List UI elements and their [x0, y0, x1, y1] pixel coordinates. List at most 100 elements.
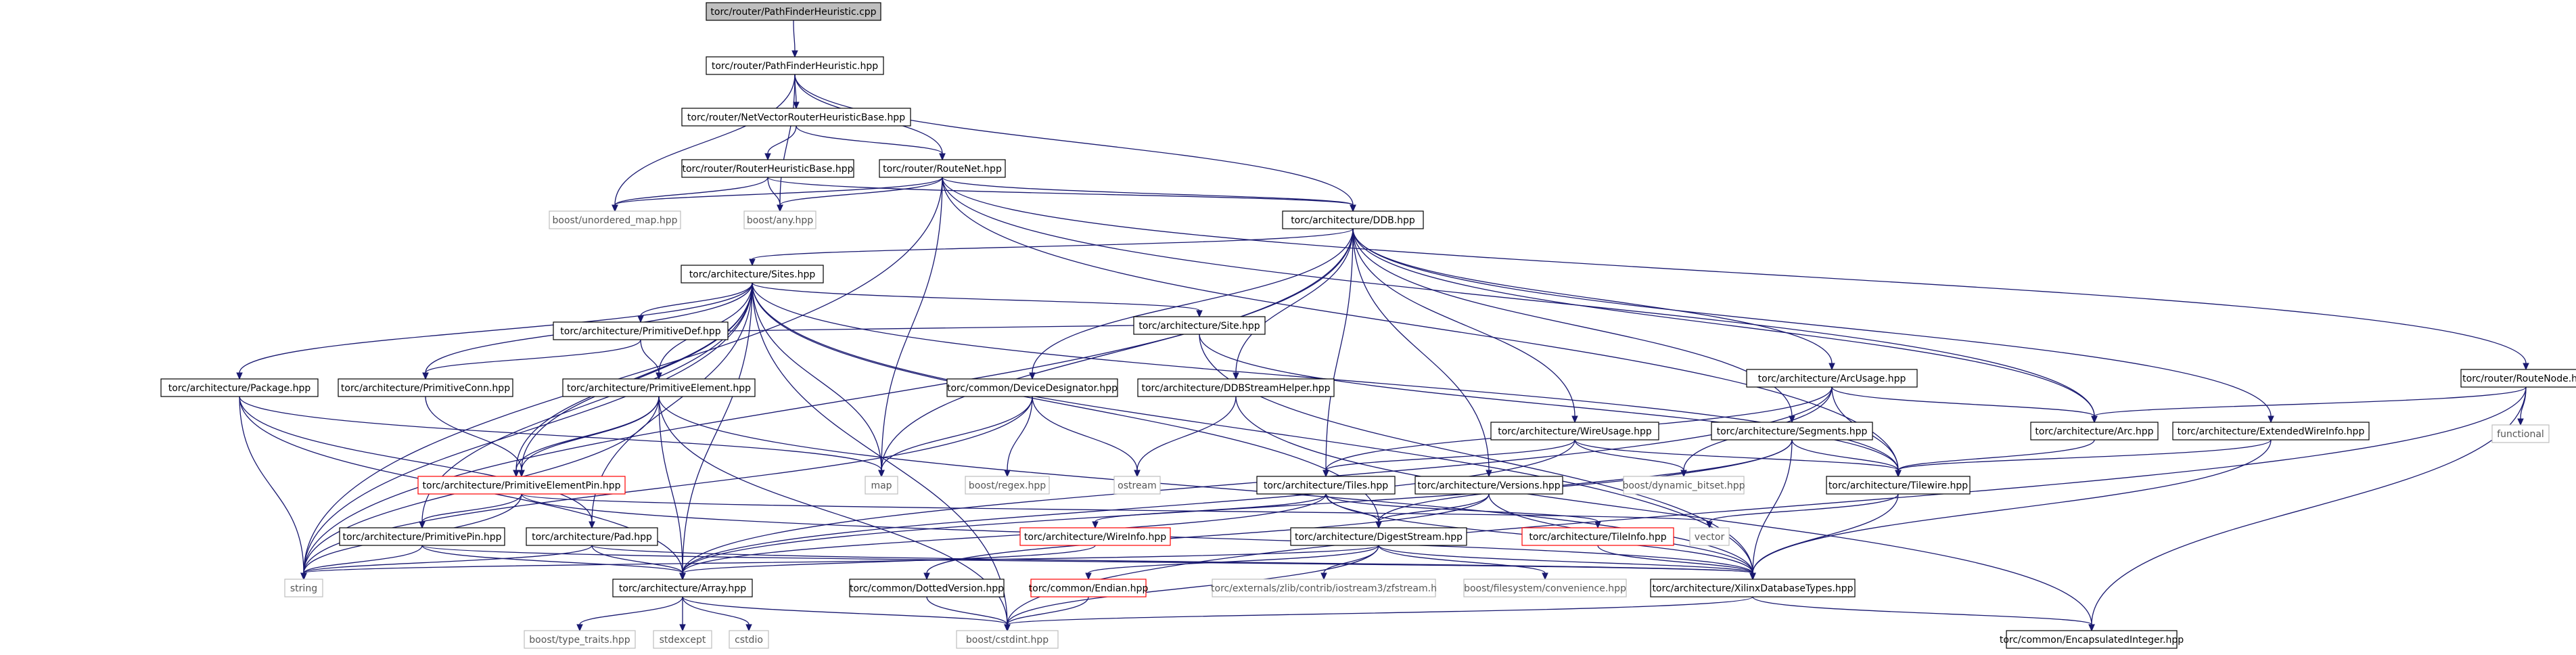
- node-wireinfo[interactable]: torc/architecture/WireInfo.hpp: [1019, 527, 1171, 546]
- node-primelempin[interactable]: torc/architecture/PrimitiveElementPin.hp…: [417, 476, 626, 495]
- node-label: torc/architecture/Array.hpp: [619, 583, 746, 594]
- node-array[interactable]: torc/architecture/Array.hpp: [612, 579, 753, 597]
- node-pad[interactable]: torc/architecture/Pad.hpp: [526, 527, 658, 546]
- edge-site-to-primdef: [727, 325, 1134, 332]
- node-boost-any: boost/any.hpp: [743, 210, 816, 229]
- node-label: torc/architecture/Arc.hpp: [2035, 426, 2153, 437]
- edge-ddb-to-arcusage: [1352, 228, 1835, 371]
- node-label: torc/architecture/DigestStream.hpp: [1295, 532, 1463, 543]
- node-ddbsh[interactable]: torc/architecture/DDBStreamHelper.hpp: [1137, 378, 1335, 397]
- node-tileinfo[interactable]: torc/architecture/TileInfo.hpp: [1521, 527, 1674, 546]
- edge-primdef-to-primconn: [422, 339, 641, 380]
- edge-xdbtypes-to-encint: [1752, 596, 2095, 632]
- node-label: torc/common/DottedVersion.hpp: [850, 583, 1004, 594]
- node-primelem[interactable]: torc/architecture/PrimitiveElement.hpp: [562, 378, 756, 397]
- node-label: boost/dynamic_bitset.hpp: [1622, 480, 1745, 491]
- edge-wireusage-to-dynbitset: [1574, 439, 1687, 478]
- edge-sites-to-map: [752, 282, 885, 478]
- node-endian[interactable]: torc/common/Endian.hpp: [1029, 579, 1149, 597]
- node-xdbtypes[interactable]: torc/architecture/XilinxDatabaseTypes.hp…: [1650, 579, 1856, 597]
- edge-digest-to-zfstream: [1320, 545, 1379, 581]
- edge-ddbsh-to-ostream: [1134, 396, 1237, 478]
- node-cstdint: boost/cstdint.hpp: [956, 630, 1059, 649]
- node-dotted[interactable]: torc/common/DottedVersion.hpp: [849, 579, 1005, 597]
- node-label: torc/architecture/DDBStreamHelper.hpp: [1141, 383, 1330, 394]
- edge-wireusage-to-tiles: [1322, 439, 1576, 478]
- edge-tiles-to-tileinfo: [1325, 493, 1601, 529]
- node-extwire[interactable]: torc/architecture/ExtendedWireInfo.hpp: [2172, 422, 2370, 441]
- node-unordered-map: boost/unordered_map.hpp: [549, 210, 681, 229]
- edge-ddb-to-sites: [749, 228, 1354, 267]
- node-routenet[interactable]: torc/router/RouteNet.hpp: [879, 159, 1006, 178]
- node-arc[interactable]: torc/architecture/Arc.hpp: [2030, 422, 2159, 441]
- edge-tiles-to-wireinfo: [1092, 493, 1327, 529]
- edge-tileinfo-to-xdbtypes: [1597, 545, 1756, 581]
- node-string: string: [284, 579, 323, 597]
- node-label: torc/architecture/Tiles.hpp: [1264, 480, 1388, 491]
- node-encint[interactable]: torc/common/EncapsulatedInteger.hpp: [2000, 630, 2184, 649]
- node-tiles[interactable]: torc/architecture/Tiles.hpp: [1256, 476, 1396, 495]
- node-label: torc/architecture/PrimitiveConn.hpp: [341, 383, 510, 394]
- edge-routenode-to-arc: [2091, 386, 2527, 424]
- node-label: torc/router/PathFinderHeuristic.hpp: [712, 61, 878, 72]
- edge-digest-to-endian: [1085, 545, 1379, 581]
- node-regex: boost/regex.hpp: [965, 476, 1050, 495]
- node-label: boost/cstdint.hpp: [966, 635, 1049, 646]
- edge-ddb-to-devdesig: [1029, 228, 1354, 380]
- node-arcusage[interactable]: torc/architecture/ArcUsage.hpp: [1746, 369, 1918, 388]
- node-label: torc/architecture/ExtendedWireInfo.hpp: [2178, 426, 2365, 437]
- node-label: boost/type_traits.hpp: [529, 635, 630, 646]
- node-primpin[interactable]: torc/architecture/PrimitivePin.hpp: [339, 527, 505, 546]
- edge-package-to-map: [239, 396, 885, 478]
- node-label: stdexcept: [660, 635, 706, 646]
- edge-primelem-to-set: [513, 396, 660, 478]
- node-label: ostream: [1118, 480, 1157, 491]
- edge-tilewire-to-xdbtypes: [1749, 493, 1899, 581]
- node-label: vector: [1695, 532, 1725, 543]
- node-versions[interactable]: torc/architecture/Versions.hpp: [1414, 476, 1563, 495]
- edge-sites-to-package: [236, 282, 753, 380]
- edge-devdesig-to-map: [878, 396, 1033, 478]
- node-stdexcept: stdexcept: [653, 630, 712, 649]
- node-package[interactable]: torc/architecture/Package.hpp: [160, 378, 319, 397]
- node-label: torc/router/PathFinderHeuristic.cpp: [710, 7, 876, 18]
- node-ddb[interactable]: torc/architecture/DDB.hpp: [1282, 210, 1424, 229]
- node-label: torc/architecture/PrimitiveElementPin.hp…: [423, 480, 621, 491]
- edge-devdesig-to-regex: [1004, 396, 1033, 478]
- node-devdesig[interactable]: torc/common/DeviceDesignator.hpp: [946, 378, 1118, 397]
- edge-primpin-to-array: [421, 545, 686, 581]
- edge-nvrhb-to-rhb: [764, 125, 797, 161]
- edge-pfh_cpp-to-pfh_hpp: [791, 20, 798, 58]
- node-rhb[interactable]: torc/router/RouterHeuristicBase.hpp: [681, 159, 854, 178]
- node-label: torc/router/NetVectorRouterHeuristicBase…: [687, 112, 905, 123]
- node-label: string: [290, 583, 317, 594]
- edge-ddb-to-ddbsh: [1233, 228, 1354, 380]
- node-label: torc/architecture/Package.hpp: [168, 383, 311, 394]
- node-label: boost/unordered_map.hpp: [553, 215, 678, 226]
- node-label: torc/architecture/ArcUsage.hpp: [1758, 374, 1906, 384]
- edge-dotted-to-cstdint: [926, 596, 1011, 632]
- node-segments[interactable]: torc/architecture/Segments.hpp: [1711, 422, 1873, 441]
- node-pfh-cpp[interactable]: torc/router/PathFinderHeuristic.cpp: [706, 2, 881, 21]
- edge-rhb-to-unordered_map: [612, 177, 768, 212]
- edge-sites-to-cstdint: [752, 282, 1011, 632]
- node-site[interactable]: torc/architecture/Site.hpp: [1133, 316, 1266, 335]
- node-primdef[interactable]: torc/architecture/PrimitiveDef.hpp: [553, 321, 729, 340]
- node-label: torc/architecture/DDB.hpp: [1291, 215, 1415, 226]
- node-routenode[interactable]: torc/router/RouteNode.hpp: [2460, 369, 2576, 388]
- node-dynbitset: boost/dynamic_bitset.hpp: [1622, 476, 1745, 495]
- node-label: torc/architecture/WireInfo.hpp: [1024, 532, 1166, 543]
- node-label: torc/architecture/Pad.hpp: [532, 532, 652, 543]
- node-primconn[interactable]: torc/architecture/PrimitiveConn.hpp: [338, 378, 513, 397]
- node-wireusage[interactable]: torc/architecture/WireUsage.hpp: [1490, 422, 1659, 441]
- node-label: torc/architecture/Sites.hpp: [689, 269, 816, 280]
- edge-routenet-to-boost_any: [777, 177, 943, 212]
- edge-sites-to-site: [752, 282, 1203, 318]
- node-sites[interactable]: torc/architecture/Sites.hpp: [681, 265, 824, 284]
- node-nvrhb[interactable]: torc/router/NetVectorRouterHeuristicBase…: [681, 108, 911, 127]
- node-digest[interactable]: torc/architecture/DigestStream.hpp: [1290, 527, 1467, 546]
- edge-array-to-typetraits: [576, 596, 683, 632]
- edge-package-to-pad: [239, 396, 595, 529]
- node-tilewire[interactable]: torc/architecture/Tilewire.hpp: [1826, 476, 1971, 495]
- node-pfh-hpp[interactable]: torc/router/PathFinderHeuristic.hpp: [706, 56, 884, 75]
